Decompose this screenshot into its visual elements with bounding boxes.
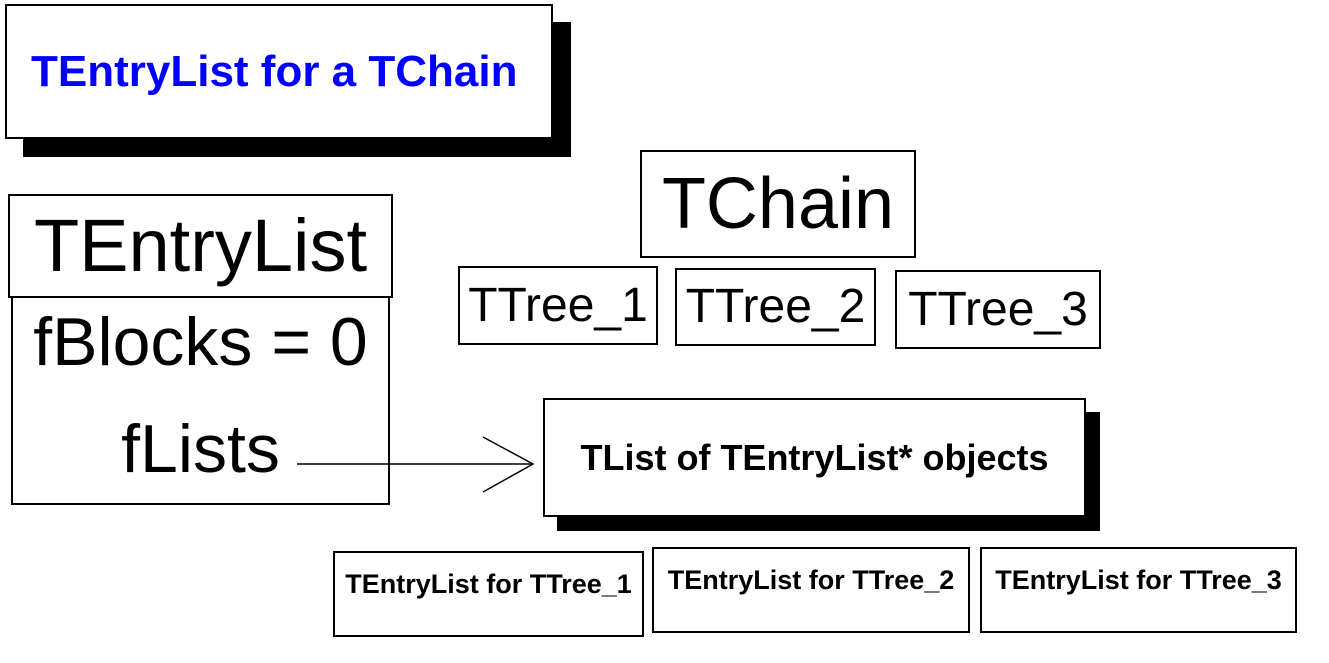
entrylist-for-ttree-1-label: TEntryList for TTree_1 (345, 568, 632, 599)
entrylist-for-ttree-2-box: TEntryList for TTree_2 (652, 547, 970, 633)
entrylist-for-ttree-3-box: TEntryList for TTree_3 (980, 547, 1297, 633)
title-box: TEntryList for a TChain (5, 4, 553, 139)
ttree-2-box: TTree_2 (675, 268, 876, 346)
entrylist-for-ttree-2-label: TEntryList for TTree_2 (667, 564, 955, 595)
tentrylist-members-box: fBlocks = 0 fLists (11, 296, 390, 505)
member-fblocks: fBlocks = 0 (33, 304, 368, 380)
ttree-2-label: TTree_2 (685, 280, 866, 333)
ttree-3-label: TTree_3 (908, 282, 1088, 336)
ttree-3-box: TTree_3 (895, 270, 1101, 349)
entrylist-for-ttree-3-label: TEntryList for TTree_3 (995, 564, 1282, 595)
tlist-box: TList of TEntryList* objects (543, 398, 1086, 517)
arrow-head-icon (482, 436, 535, 493)
ttree-1-label: TTree_1 (468, 278, 648, 332)
tlist-label: TList of TEntryList* objects (580, 436, 1049, 478)
diagram-title: TEntryList for a TChain (31, 46, 518, 96)
ttree-1-box: TTree_1 (458, 266, 658, 345)
entrylist-for-ttree-1-box: TEntryList for TTree_1 (333, 551, 644, 637)
tchain-box: TChain (640, 150, 916, 258)
tentrylist-class-box: TEntryList (8, 194, 393, 298)
tchain-label: TChain (661, 164, 895, 244)
member-flists: fLists (121, 411, 280, 487)
tentrylist-class-name: TEntryList (33, 204, 368, 287)
